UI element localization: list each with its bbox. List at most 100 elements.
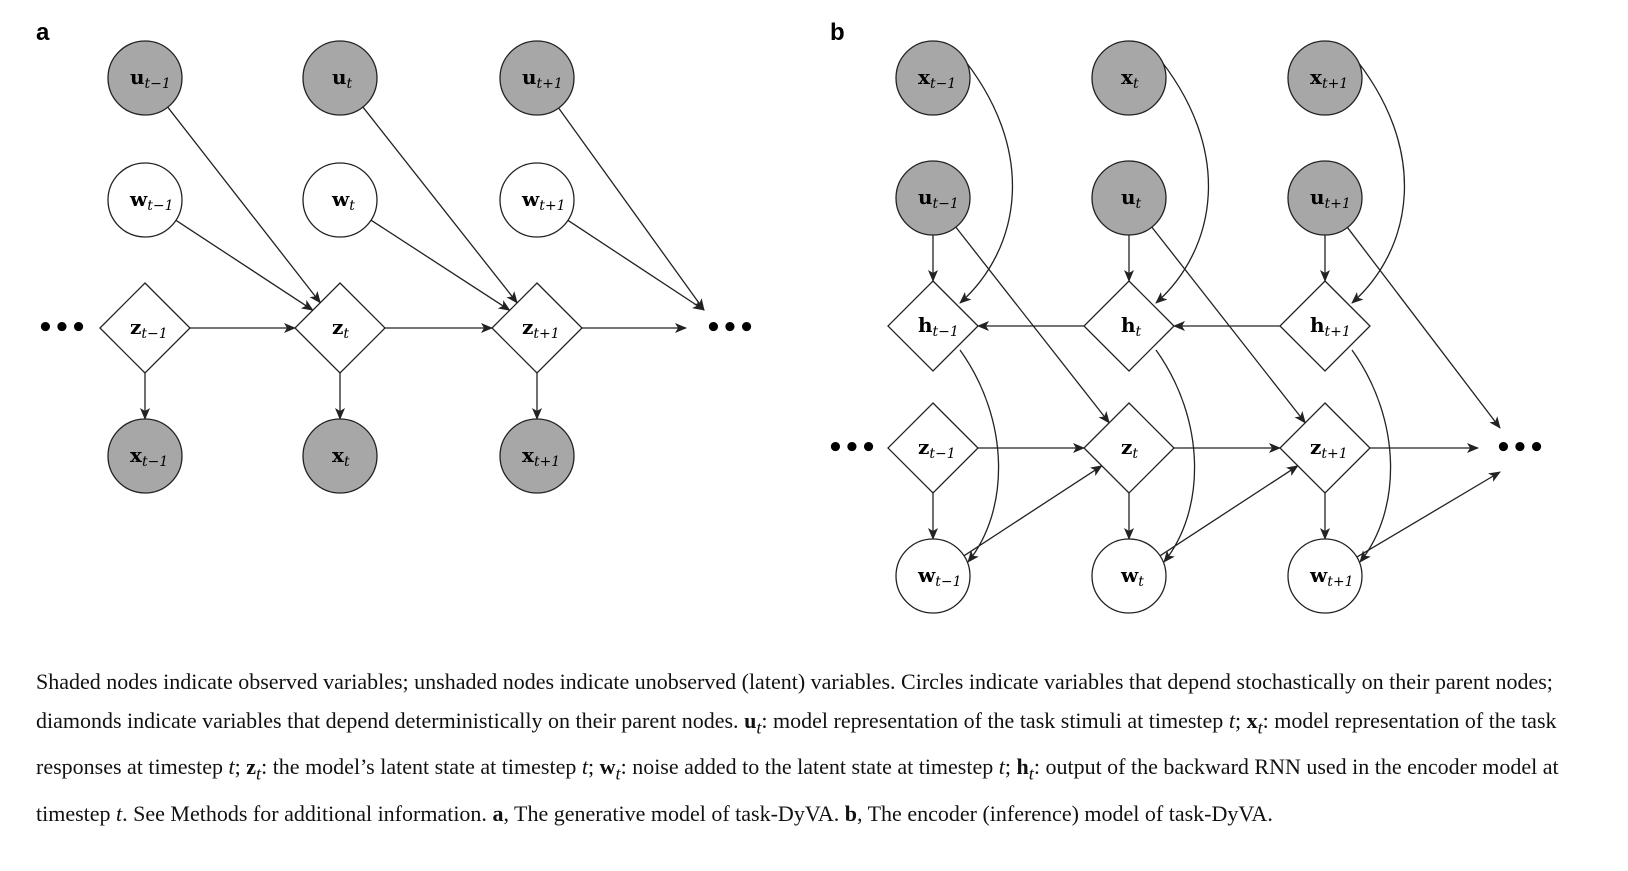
node-label-base: z bbox=[522, 315, 533, 339]
node-label-subscript: t−1 bbox=[930, 76, 956, 92]
panel-b-edge-w-next-to-ellipsis-right bbox=[1356, 471, 1501, 558]
panel-a-edge-u-prev-to-z-cur bbox=[167, 106, 321, 304]
circle-shape bbox=[1091, 538, 1167, 614]
caption-t: t bbox=[1257, 717, 1263, 738]
figure-caption: Shaded nodes indicate observed variables… bbox=[36, 662, 1606, 833]
panel-b-edge-h-prev-to-w-prev bbox=[959, 349, 1000, 563]
node-label-base: w bbox=[129, 187, 148, 211]
node-label: ht+1 bbox=[1310, 313, 1351, 340]
panel-a-node-u-cur: ut bbox=[302, 40, 378, 116]
caption-x-text: : model representation of the task respo… bbox=[36, 708, 1557, 780]
caption-sep: ; bbox=[1234, 708, 1247, 733]
circle-shape bbox=[895, 538, 971, 614]
panel-a-edge-u-next-to-ellipsis-right bbox=[558, 107, 705, 311]
panel-a-node-z-next: zt+1 bbox=[491, 282, 583, 374]
panel-a-edge-u-cur-to-z-next bbox=[362, 106, 518, 304]
caption-t: t bbox=[615, 763, 621, 784]
panel-b-edge-x-cur-to-h-cur bbox=[1153, 51, 1209, 304]
node-label: zt bbox=[332, 315, 349, 342]
node-label: zt−1 bbox=[130, 315, 168, 342]
panel-a-node-w-cur: wt bbox=[302, 162, 378, 238]
panel-a-edge-w-next-to-ellipsis-right bbox=[567, 219, 705, 311]
node-label: xt−1 bbox=[130, 443, 168, 470]
node-label-base: z bbox=[918, 435, 929, 459]
node-label-subscript: t+1 bbox=[1327, 574, 1353, 590]
panel-b-node-h-next: ht+1 bbox=[1279, 280, 1371, 372]
caption-t: t bbox=[1028, 763, 1034, 784]
node-label-subscript: t+1 bbox=[1322, 76, 1348, 92]
diamond-shape bbox=[887, 402, 979, 494]
node-label-base: h bbox=[1310, 313, 1325, 337]
node-label-subscript: t−1 bbox=[147, 198, 173, 214]
circle-shape bbox=[1091, 40, 1167, 116]
panel-b-node-z-prev: zt−1 bbox=[887, 402, 979, 494]
node-label-subscript: t bbox=[1136, 324, 1142, 340]
node-label-subscript: t−1 bbox=[933, 324, 959, 340]
panel-b-edge-w-cur-to-z-next bbox=[1159, 465, 1299, 557]
panel-a-node-x-cur: xt bbox=[302, 418, 378, 494]
panel-b-edge-u-prev-to-z-cur bbox=[955, 226, 1110, 424]
panel-b-edge-w-prev-to-z-cur bbox=[963, 465, 1103, 557]
node-label: xt bbox=[332, 443, 350, 470]
node-label-subscript: t bbox=[1138, 574, 1144, 590]
panel-a-node-x-next: xt+1 bbox=[499, 418, 575, 494]
caption-t: t bbox=[998, 754, 1005, 780]
node-label-base: z bbox=[1121, 435, 1132, 459]
node-label-base: w bbox=[917, 563, 936, 587]
caption-methods-text: . See Methods for additional information… bbox=[122, 800, 493, 826]
node-label-base: h bbox=[1121, 313, 1136, 337]
node-label-subscript: t bbox=[343, 326, 349, 342]
node-label-base: x bbox=[130, 443, 143, 467]
node-label-base: w bbox=[521, 187, 540, 211]
node-label-base: z bbox=[130, 315, 141, 339]
node-label-subscript: t bbox=[1136, 196, 1142, 212]
panel-b-node-w-next: wt+1 bbox=[1287, 538, 1363, 614]
diamond-shape bbox=[887, 280, 979, 372]
caption-t: t bbox=[581, 754, 588, 780]
circle-shape bbox=[895, 40, 971, 116]
panel-a-node-x-prev: xt−1 bbox=[107, 418, 183, 494]
node-label: wt bbox=[1120, 563, 1144, 590]
circle-shape bbox=[302, 162, 378, 238]
caption-t: t bbox=[255, 763, 262, 784]
panel-b-edge-h-cur-to-w-cur bbox=[1155, 349, 1196, 563]
caption-h-text: : output of the backward RNN used in the… bbox=[36, 754, 1559, 826]
node-label-base: u bbox=[918, 185, 933, 209]
panel-b-node-w-cur: wt bbox=[1091, 538, 1167, 614]
panel-b-node-z-cur: zt bbox=[1083, 402, 1175, 494]
circle-shape bbox=[1287, 538, 1363, 614]
node-label: wt−1 bbox=[917, 563, 961, 590]
node-label-subscript: t+1 bbox=[534, 454, 560, 470]
node-label: ut bbox=[332, 65, 353, 92]
node-label-base: h bbox=[918, 313, 933, 337]
caption-sep: ; bbox=[1004, 754, 1017, 780]
panel-b-node-w-prev: wt−1 bbox=[895, 538, 971, 614]
circle-shape bbox=[1287, 160, 1363, 236]
node-label: xt−1 bbox=[918, 65, 956, 92]
panel-b-node-h-prev: ht−1 bbox=[887, 280, 979, 372]
diamond-shape bbox=[294, 282, 386, 374]
node-label-base: u bbox=[522, 65, 537, 89]
caption-z-text: : the model’s latent state at timestep bbox=[261, 754, 582, 780]
caption-u-symbol: u bbox=[744, 708, 757, 733]
node-label-subscript: t bbox=[349, 198, 355, 214]
node-label-subscript: t bbox=[347, 76, 353, 92]
node-label-base: x bbox=[1121, 65, 1134, 89]
caption-sep: ; bbox=[234, 754, 247, 780]
panel-a-node-z-cur: zt bbox=[294, 282, 386, 374]
panel-a-edge-w-prev-to-z-cur bbox=[175, 219, 314, 311]
node-label-base: x bbox=[332, 443, 345, 467]
node-label-subscript: t−1 bbox=[145, 76, 171, 92]
node-label-base: u bbox=[1310, 185, 1325, 209]
panel-a-node-w-prev: wt−1 bbox=[107, 162, 183, 238]
node-label-base: w bbox=[1120, 563, 1139, 587]
caption-a-text: , The generative model of task-DyVA. bbox=[503, 800, 845, 826]
circle-shape bbox=[107, 162, 183, 238]
node-label-base: w bbox=[331, 187, 350, 211]
panel-b-edge-x-prev-to-h-prev bbox=[957, 51, 1013, 304]
panel-a-letter: a bbox=[36, 19, 50, 46]
caption-u-text: : model representation of the task stimu… bbox=[761, 708, 1229, 733]
node-label: xt+1 bbox=[522, 443, 560, 470]
node-label: wt bbox=[331, 187, 355, 214]
panel-b-node-u-cur: ut bbox=[1091, 160, 1167, 236]
